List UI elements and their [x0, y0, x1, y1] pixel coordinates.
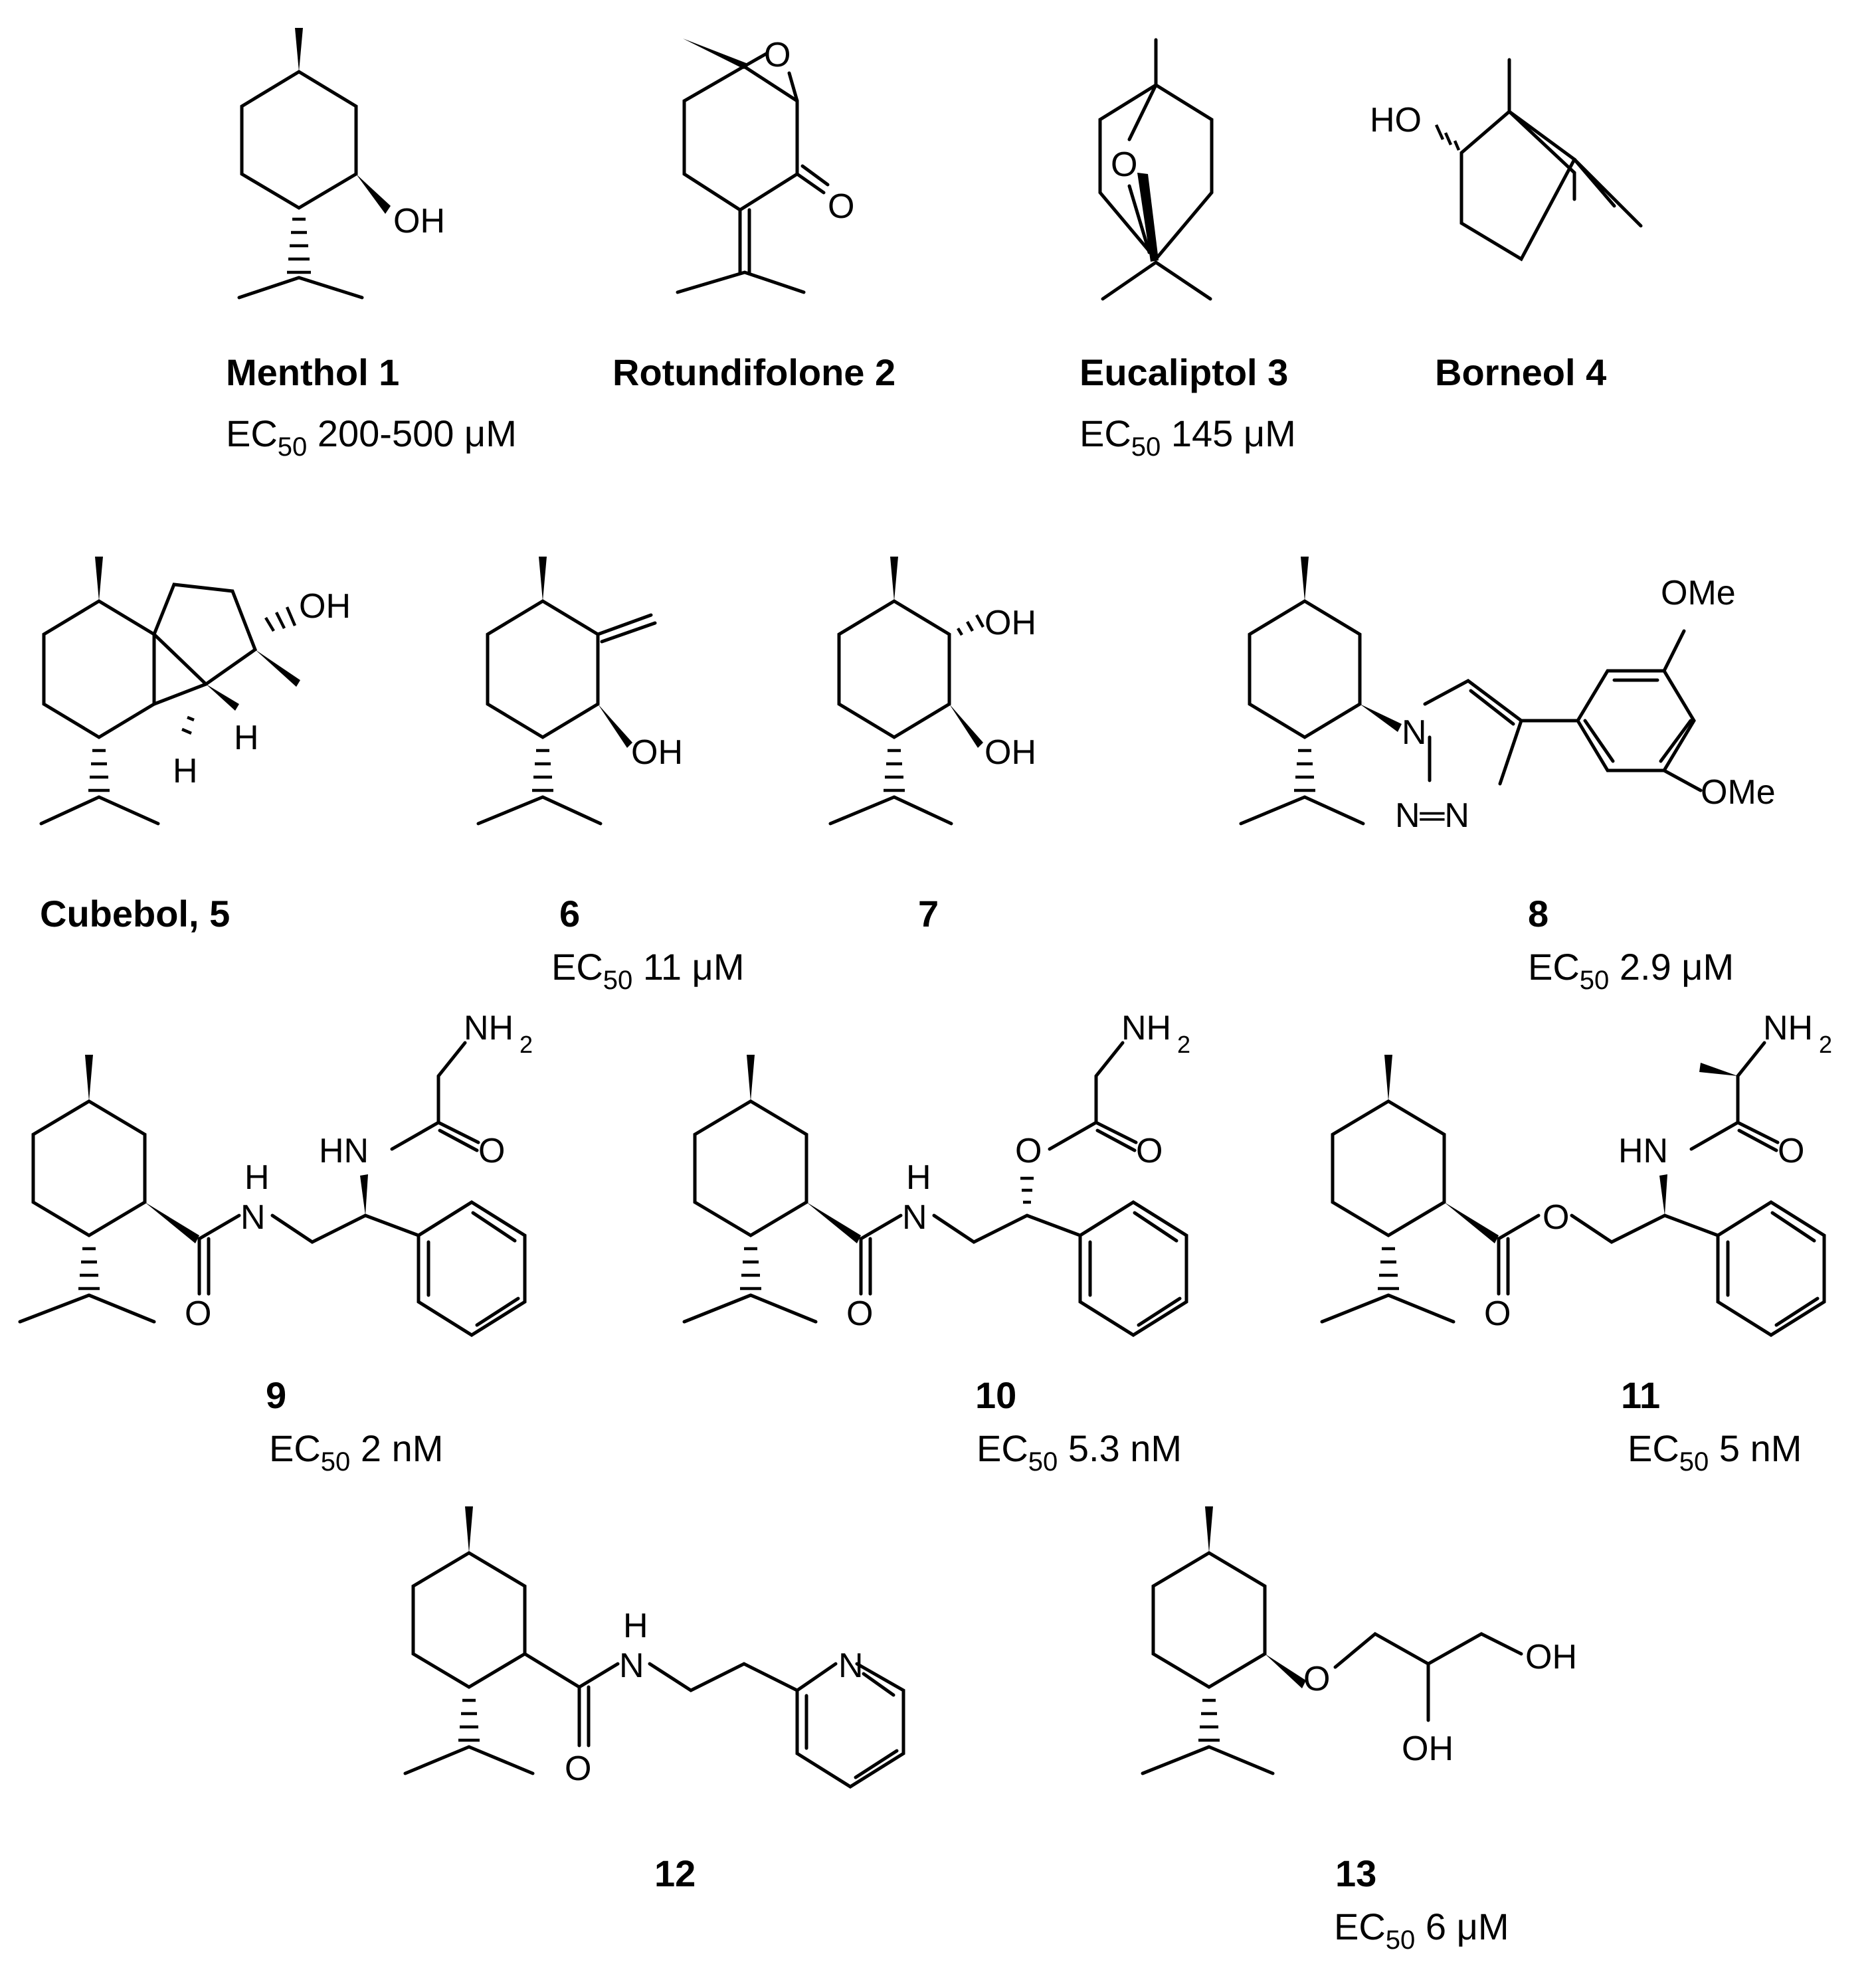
ec50-value-13: 6 μM: [1426, 1906, 1509, 1947]
atom-label-oh: OH: [631, 733, 683, 772]
structure-compound-8: N N═N OMe OMe: [1239, 557, 1776, 835]
compound-name-6: 6: [559, 893, 580, 935]
structure-borneol: HO: [1370, 58, 1643, 262]
compound-name-7: 7: [918, 893, 939, 935]
atom-label-nh2: NH: [1763, 1009, 1813, 1047]
compound-name-9: 9: [266, 1374, 286, 1416]
structure-compound-6: OH: [476, 557, 683, 826]
ec50-value-6: 11 μM: [643, 946, 745, 988]
atom-label-h: H: [244, 1158, 270, 1197]
compound-name-menthol: Menthol 1: [226, 351, 399, 393]
atom-label-ether-o: O: [1303, 1660, 1330, 1698]
compound-name-11: 11: [1621, 1374, 1660, 1416]
ec50-value-11: 5 nM: [1719, 1427, 1802, 1469]
atom-label-o: O: [1778, 1132, 1804, 1170]
atom-label-n: N: [240, 1198, 266, 1237]
compound-name-borneol: Borneol 4: [1435, 351, 1606, 393]
atom-label-o: O: [565, 1750, 591, 1788]
structure-rotundifolone: O O: [676, 36, 854, 294]
ec50-label-eucaliptol: EC50 145 μM: [1079, 412, 1296, 462]
atom-label-h: H: [623, 1607, 648, 1645]
atom-label-epoxide-o: O: [764, 36, 791, 74]
atom-label-nh2: NH: [464, 1009, 514, 1047]
atom-label-o: O: [1015, 1132, 1042, 1170]
atom-label-ome: OMe: [1701, 773, 1776, 812]
ec50-value-menthol: 200-500 μM: [318, 412, 517, 454]
compound-name-rotundifolone: Rotundifolone 2: [612, 351, 895, 393]
atom-label-h: H: [906, 1158, 931, 1197]
atom-label-o: O: [478, 1132, 505, 1170]
atom-label-o: O: [1543, 1198, 1569, 1237]
atom-label-hn: HN: [1618, 1132, 1668, 1170]
atom-label-n: N: [902, 1198, 927, 1237]
atom-label-oh: OH: [393, 202, 445, 240]
atom-label-oh: OH: [985, 604, 1036, 642]
atom-label-ome: OMe: [1661, 574, 1736, 612]
structure-compound-13: O OH OH: [1141, 1506, 1577, 1775]
atom-label-hn: HN: [319, 1132, 369, 1170]
ec50-label-menthol: EC50 200-500 μM: [226, 412, 517, 462]
ec50-value-8: 2.9 μM: [1620, 946, 1734, 988]
ec50-value-9: 2 nM: [361, 1427, 444, 1469]
ec50-label-6: EC50 11 μM: [551, 946, 744, 995]
structure-compound-9: N H O HN O NH 2: [18, 1009, 533, 1337]
atom-label-n: N: [619, 1647, 644, 1685]
ec50-label-8: EC50 2.9 μM: [1528, 946, 1734, 995]
atom-label-nn: N═N: [1395, 796, 1469, 835]
atom-label-n: N: [1402, 713, 1427, 752]
atom-label-o: O: [185, 1295, 211, 1333]
structure-compound-11: O O HN O NH 2: [1320, 1009, 1832, 1337]
ec50-label-9: EC50 2 nM: [269, 1427, 443, 1477]
compound-name-10: 10: [975, 1374, 1016, 1416]
ec50-label-10: EC50 5.3 nM: [977, 1427, 1182, 1477]
atom-label-h: H: [173, 752, 198, 790]
atom-label-pyridine-n: N: [838, 1647, 864, 1685]
compound-name-13: 13: [1335, 1852, 1376, 1894]
ec50-label-11: EC50 5 nM: [1628, 1427, 1802, 1477]
atom-label-o: O: [846, 1295, 873, 1333]
structure-compound-7: OH OH: [828, 557, 1036, 826]
ec50-value-10: 5.3 nM: [1068, 1427, 1182, 1469]
ec50-value-eucaliptol: 145 μM: [1171, 412, 1296, 454]
compound-name-eucaliptol: Eucaliptol 3: [1079, 351, 1288, 393]
atom-label-nh2-sub: 2: [1177, 1031, 1190, 1058]
atom-label-o: O: [1484, 1295, 1511, 1333]
atom-label-ho: HO: [1370, 101, 1422, 139]
structure-eucaliptol: O: [1098, 38, 1214, 301]
compound-name-8: 8: [1528, 893, 1548, 935]
compound-name-12: 12: [654, 1852, 696, 1894]
atom-label-ketone-o: O: [828, 187, 854, 226]
atom-label-o: O: [1136, 1132, 1163, 1170]
ec50-label-13: EC50 6 μM: [1334, 1906, 1509, 1955]
atom-label-ether-o: O: [1111, 145, 1137, 184]
atom-label-oh: OH: [299, 587, 351, 626]
atom-label-oh: OH: [1525, 1638, 1577, 1676]
atom-label-h: H: [234, 719, 259, 757]
structure-menthol: OH: [237, 28, 445, 300]
structure-compound-10: N H O O O NH 2: [682, 1009, 1190, 1337]
atom-label-nh2-sub: 2: [1819, 1031, 1832, 1058]
structure-compound-12: N H O N: [403, 1506, 905, 1789]
structure-cubebol: OH H H: [39, 557, 351, 826]
atom-label-oh: OH: [1402, 1730, 1454, 1768]
atom-label-nh2-sub: 2: [519, 1031, 533, 1058]
atom-label-oh: OH: [985, 733, 1036, 772]
atom-label-nh2: NH: [1121, 1009, 1171, 1047]
compound-name-cubebol: Cubebol, 5: [40, 893, 230, 935]
